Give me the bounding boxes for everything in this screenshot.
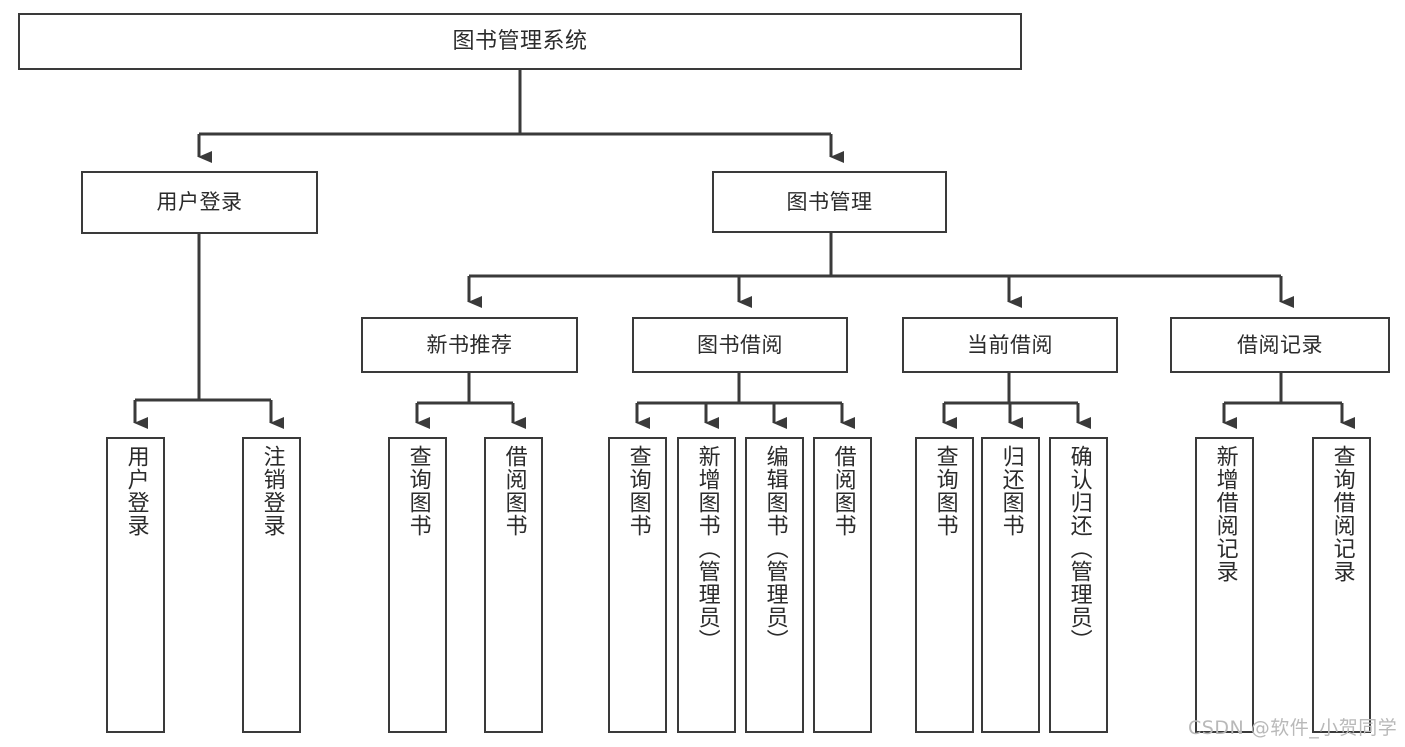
node-label: 归还图书 [998,445,1024,537]
node-leaf-user-login[interactable]: 用户登录 [106,437,165,733]
node-borrow-record[interactable]: 借阅记录 [1170,317,1390,373]
node-book-manage[interactable]: 图书管理 [712,171,947,233]
node-label: 新书推荐 [426,332,513,357]
node-leaf-query-book-borrow[interactable]: 查询图书 [608,437,667,733]
node-label: 查询图书 [625,445,651,537]
node-leaf-add-borrow-record[interactable]: 新增借阅记录 [1195,437,1254,733]
node-leaf-query-book-recommend[interactable]: 查询图书 [388,437,447,733]
csdn-watermark: CSDN @软件_小贺同学 [1188,717,1398,739]
node-leaf-query-borrow-record[interactable]: 查询借阅记录 [1312,437,1371,733]
node-leaf-edit-book[interactable]: 编辑图书（管理员） [745,437,804,733]
node-label: 借阅图书 [501,445,527,537]
node-leaf-borrow-book-recommend[interactable]: 借阅图书 [484,437,543,733]
node-label: 确认归还（管理员） [1066,445,1092,652]
node-label: 借阅图书 [830,445,856,537]
node-user-login[interactable]: 用户登录 [81,171,318,234]
node-new-book-recommend[interactable]: 新书推荐 [361,317,578,373]
node-label: 查询图书 [932,445,958,537]
node-leaf-add-book[interactable]: 新增图书（管理员） [677,437,736,733]
node-label: 图书借阅 [697,332,783,357]
node-book-borrow[interactable]: 图书借阅 [632,317,848,373]
node-label: 编辑图书（管理员） [762,445,788,652]
node-label: 新增借阅记录 [1212,445,1238,583]
node-label: 查询借阅记录 [1329,445,1355,583]
node-label: 用户登录 [123,445,149,537]
node-label: 图书管理系统 [452,28,588,54]
node-label: 当前借阅 [967,332,1053,357]
node-label: 查询图书 [405,445,431,537]
node-root-system[interactable]: 图书管理系统 [18,13,1022,70]
node-label: 新增图书（管理员） [694,445,720,652]
node-label: 注销登录 [259,445,285,537]
node-leaf-borrow-book[interactable]: 借阅图书 [813,437,872,733]
node-leaf-confirm-return[interactable]: 确认归还（管理员） [1049,437,1108,733]
node-leaf-return-book[interactable]: 归还图书 [981,437,1040,733]
node-leaf-query-book-current[interactable]: 查询图书 [915,437,974,733]
node-label: 用户登录 [156,190,243,215]
node-current-borrow[interactable]: 当前借阅 [902,317,1118,373]
node-leaf-logout[interactable]: 注销登录 [242,437,301,733]
node-label: 借阅记录 [1237,332,1323,357]
node-label: 图书管理 [786,189,873,214]
